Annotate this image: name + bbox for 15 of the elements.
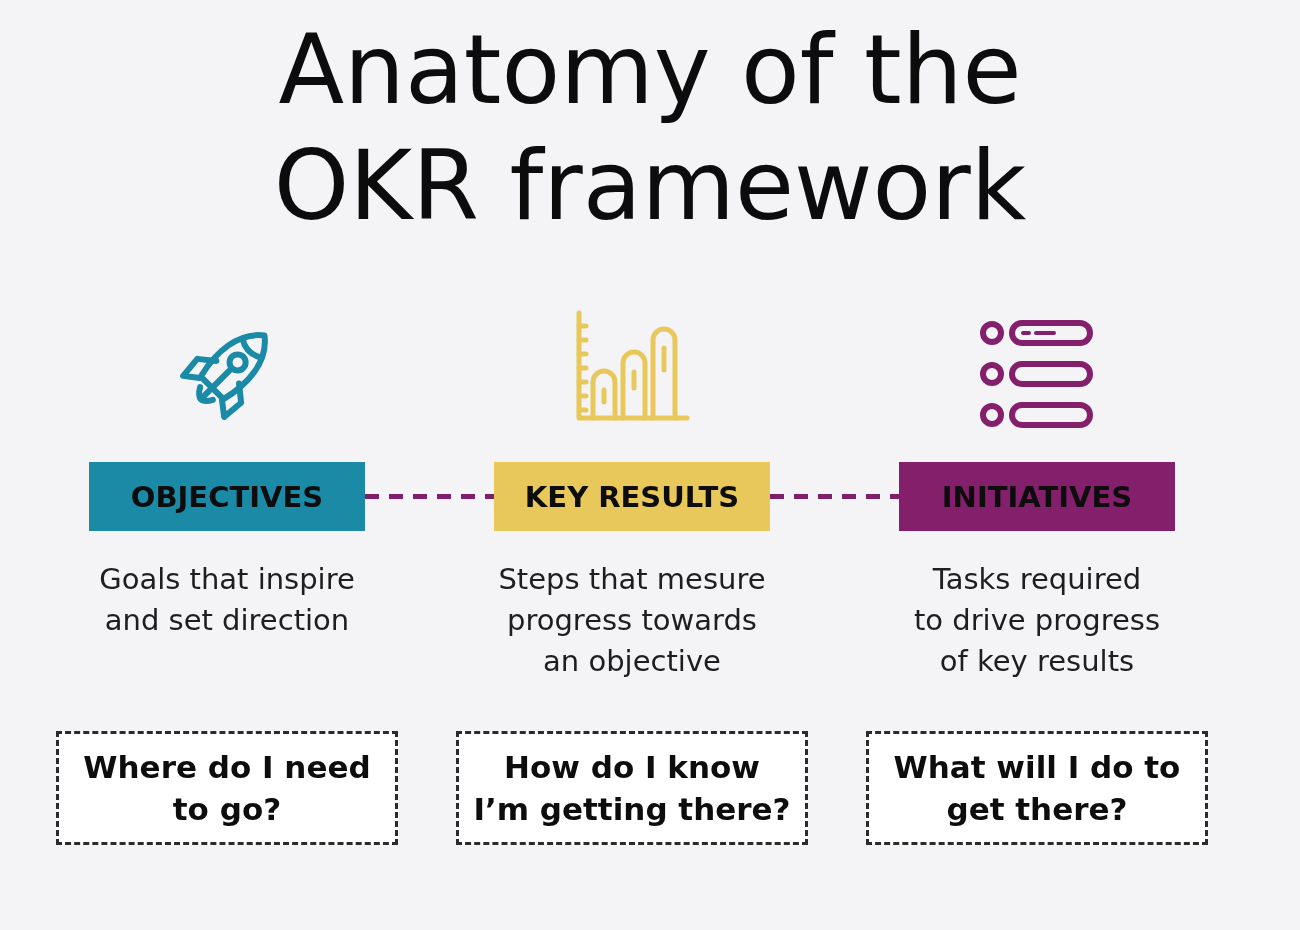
- dashed-callout: [866, 731, 1208, 845]
- question-text: How do I know I’m getting there?: [472, 748, 792, 829]
- description-text: Tasks required to drive progress of key results: [912, 561, 1162, 680]
- dashed-callout: [456, 731, 808, 845]
- dashed-connector: [365, 494, 494, 499]
- page-title: Anatomy of the OKR framework: [272, 13, 1028, 244]
- category-title: OBJECTIVES: [130, 478, 324, 515]
- question-text: What will I do to get there?: [892, 748, 1182, 829]
- category-title: INITIATIVES: [941, 478, 1133, 515]
- description-text: Steps that mesure progress towards an objective: [497, 561, 767, 680]
- question-text: Where do I need to go?: [82, 748, 372, 829]
- description-text: Goals that inspire and set direction: [98, 561, 356, 639]
- dashed-callout: [56, 731, 398, 845]
- category-title: KEY RESULTS: [524, 478, 740, 515]
- dashed-connector: [770, 494, 899, 499]
